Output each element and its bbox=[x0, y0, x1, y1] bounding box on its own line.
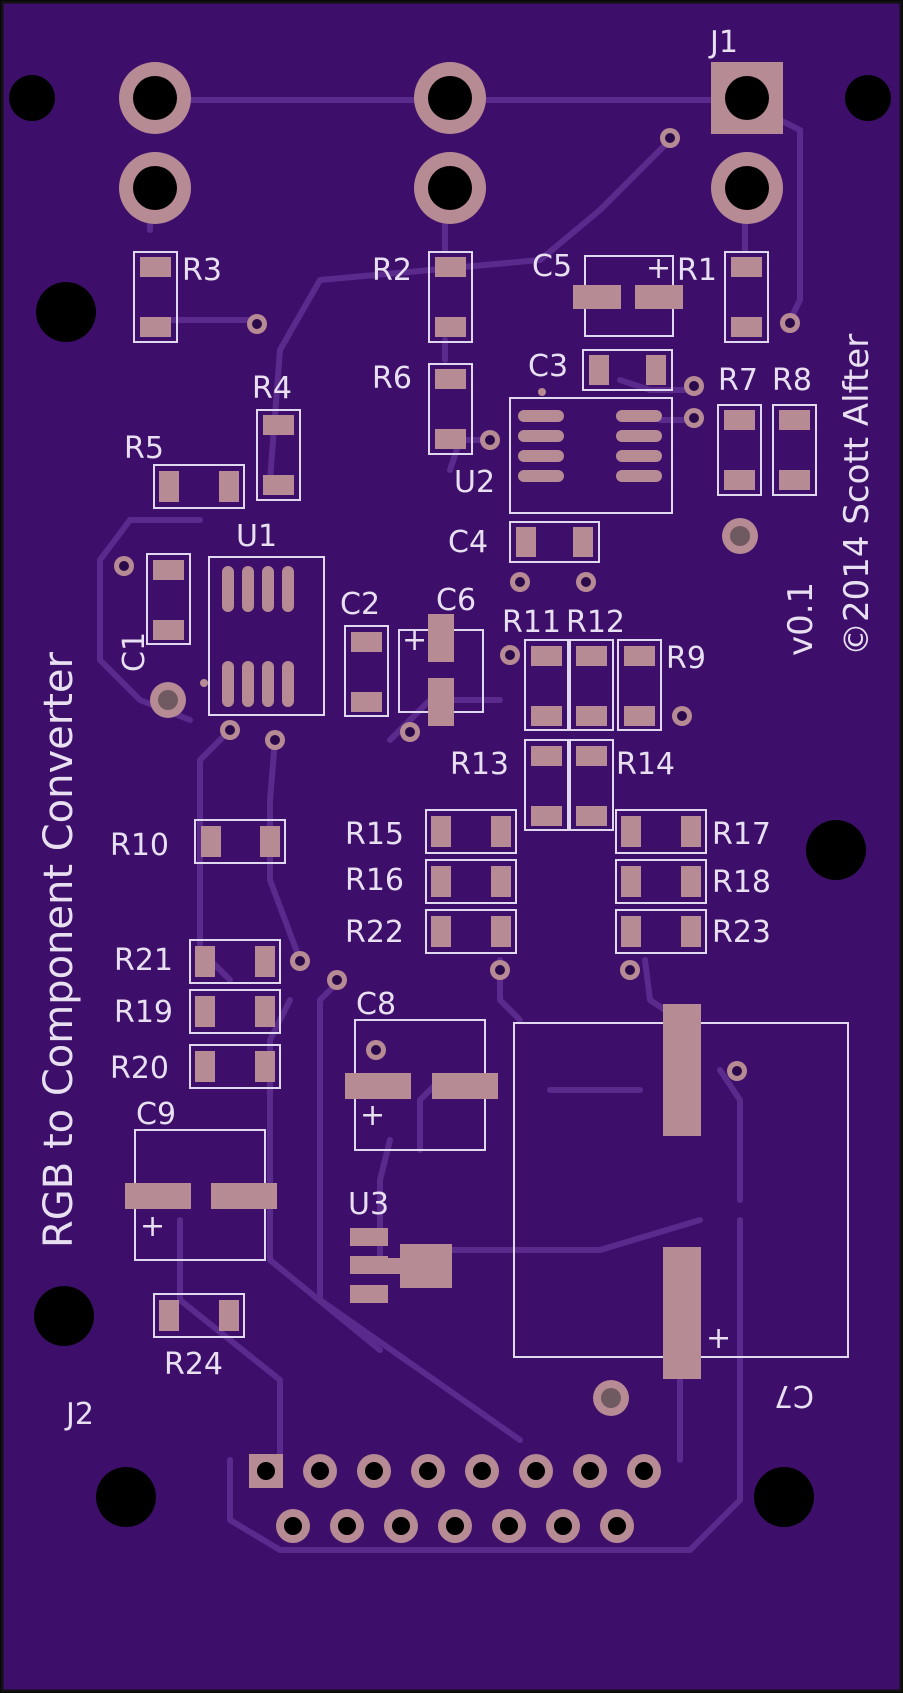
label-r23: R23 bbox=[712, 915, 771, 950]
label-c3: C3 bbox=[528, 349, 568, 384]
c9-capacitor bbox=[125, 1129, 277, 1261]
u1-ic bbox=[200, 556, 325, 716]
label-c2: C2 bbox=[340, 587, 380, 622]
label-r18: R18 bbox=[712, 865, 771, 900]
r2-resistor bbox=[428, 251, 473, 343]
label-c9: C9 bbox=[136, 1097, 176, 1132]
u3-regulator bbox=[350, 1228, 452, 1303]
label-r2: R2 bbox=[372, 253, 412, 288]
vias bbox=[114, 128, 800, 1081]
r5-resistor bbox=[153, 464, 245, 509]
label-c6-plus: + bbox=[402, 623, 427, 658]
label-r24: R24 bbox=[164, 1347, 223, 1382]
c8-capacitor bbox=[345, 1019, 498, 1151]
c5-capacitor bbox=[573, 255, 683, 337]
r19-resistor bbox=[189, 989, 281, 1034]
j1-connector bbox=[119, 62, 783, 224]
r21-resistor bbox=[189, 939, 281, 984]
c1-capacitor bbox=[146, 553, 191, 645]
c4-capacitor bbox=[509, 521, 600, 563]
r7-resistor bbox=[717, 404, 762, 496]
c7-capacitor bbox=[513, 1004, 849, 1379]
label-r10: R10 bbox=[110, 828, 169, 863]
r17-resistor bbox=[615, 809, 707, 854]
label-r14: R14 bbox=[616, 747, 675, 782]
j2-header bbox=[249, 1454, 661, 1543]
label-u3: U3 bbox=[348, 1187, 389, 1222]
label-r22: R22 bbox=[345, 915, 404, 950]
r20-resistor bbox=[189, 1044, 281, 1089]
label-c7: C7 bbox=[774, 1378, 814, 1413]
label-r12: R12 bbox=[566, 605, 625, 640]
c2-capacitor bbox=[344, 625, 389, 717]
r11-resistor bbox=[524, 639, 569, 731]
label-r19: R19 bbox=[114, 995, 173, 1030]
label-c4: C4 bbox=[448, 525, 488, 560]
label-r9: R9 bbox=[666, 641, 706, 676]
r23-resistor bbox=[615, 909, 707, 954]
label-r4: R4 bbox=[252, 371, 292, 406]
r1-resistor bbox=[724, 251, 769, 343]
r4-resistor bbox=[256, 409, 301, 501]
c3-capacitor bbox=[582, 349, 673, 391]
r16-resistor bbox=[425, 859, 517, 904]
label-u1: U1 bbox=[236, 519, 277, 554]
u2-ic bbox=[509, 388, 673, 514]
silkscreen-labels: J1 R3 R2 C5 + R1 C3 R6 R4 R7 R8 R5 U2 C4… bbox=[36, 25, 877, 1432]
r24-resistor bbox=[153, 1293, 245, 1338]
fiducials bbox=[150, 518, 758, 1416]
label-r1: R1 bbox=[677, 253, 717, 288]
label-r20: R20 bbox=[110, 1051, 169, 1086]
label-c7-plus: + bbox=[706, 1321, 731, 1356]
r10-resistor bbox=[194, 819, 286, 864]
label-r13: R13 bbox=[450, 747, 509, 782]
label-r8: R8 bbox=[772, 363, 812, 398]
r3-resistor bbox=[133, 251, 178, 343]
r9-resistor bbox=[617, 639, 662, 731]
board-copyright: ©2014 Scott Alfter bbox=[837, 334, 877, 656]
label-c1: C1 bbox=[117, 632, 152, 672]
label-j2: J2 bbox=[64, 1397, 94, 1432]
label-c8-plus: + bbox=[360, 1098, 385, 1133]
label-u2: U2 bbox=[454, 465, 495, 500]
r8-resistor bbox=[772, 404, 817, 496]
r15-resistor bbox=[425, 809, 517, 854]
label-r7: R7 bbox=[718, 363, 758, 398]
label-c8: C8 bbox=[356, 987, 396, 1022]
label-r15: R15 bbox=[345, 817, 404, 852]
r18-resistor bbox=[615, 859, 707, 904]
r14-resistor bbox=[569, 739, 614, 831]
board-title: RGB to Component Converter bbox=[36, 651, 82, 1248]
r12-resistor bbox=[569, 639, 614, 731]
label-r17: R17 bbox=[712, 817, 771, 852]
label-c5-plus: + bbox=[646, 251, 671, 286]
r22-resistor bbox=[425, 909, 517, 954]
label-r6: R6 bbox=[372, 361, 412, 396]
label-r11: R11 bbox=[502, 605, 561, 640]
board-version: v0.1 bbox=[781, 582, 821, 656]
label-r5: R5 bbox=[124, 431, 164, 466]
r6-resistor bbox=[428, 363, 473, 455]
label-j1: J1 bbox=[708, 25, 738, 60]
c6-capacitor bbox=[398, 614, 484, 726]
label-r3: R3 bbox=[182, 253, 222, 288]
label-r21: R21 bbox=[114, 943, 173, 978]
label-c5: C5 bbox=[532, 249, 572, 284]
mounting-holes bbox=[9, 75, 891, 1527]
label-c9-plus: + bbox=[140, 1209, 165, 1244]
r13-resistor bbox=[524, 739, 569, 831]
label-c6: C6 bbox=[436, 583, 476, 618]
label-r16: R16 bbox=[345, 863, 404, 898]
